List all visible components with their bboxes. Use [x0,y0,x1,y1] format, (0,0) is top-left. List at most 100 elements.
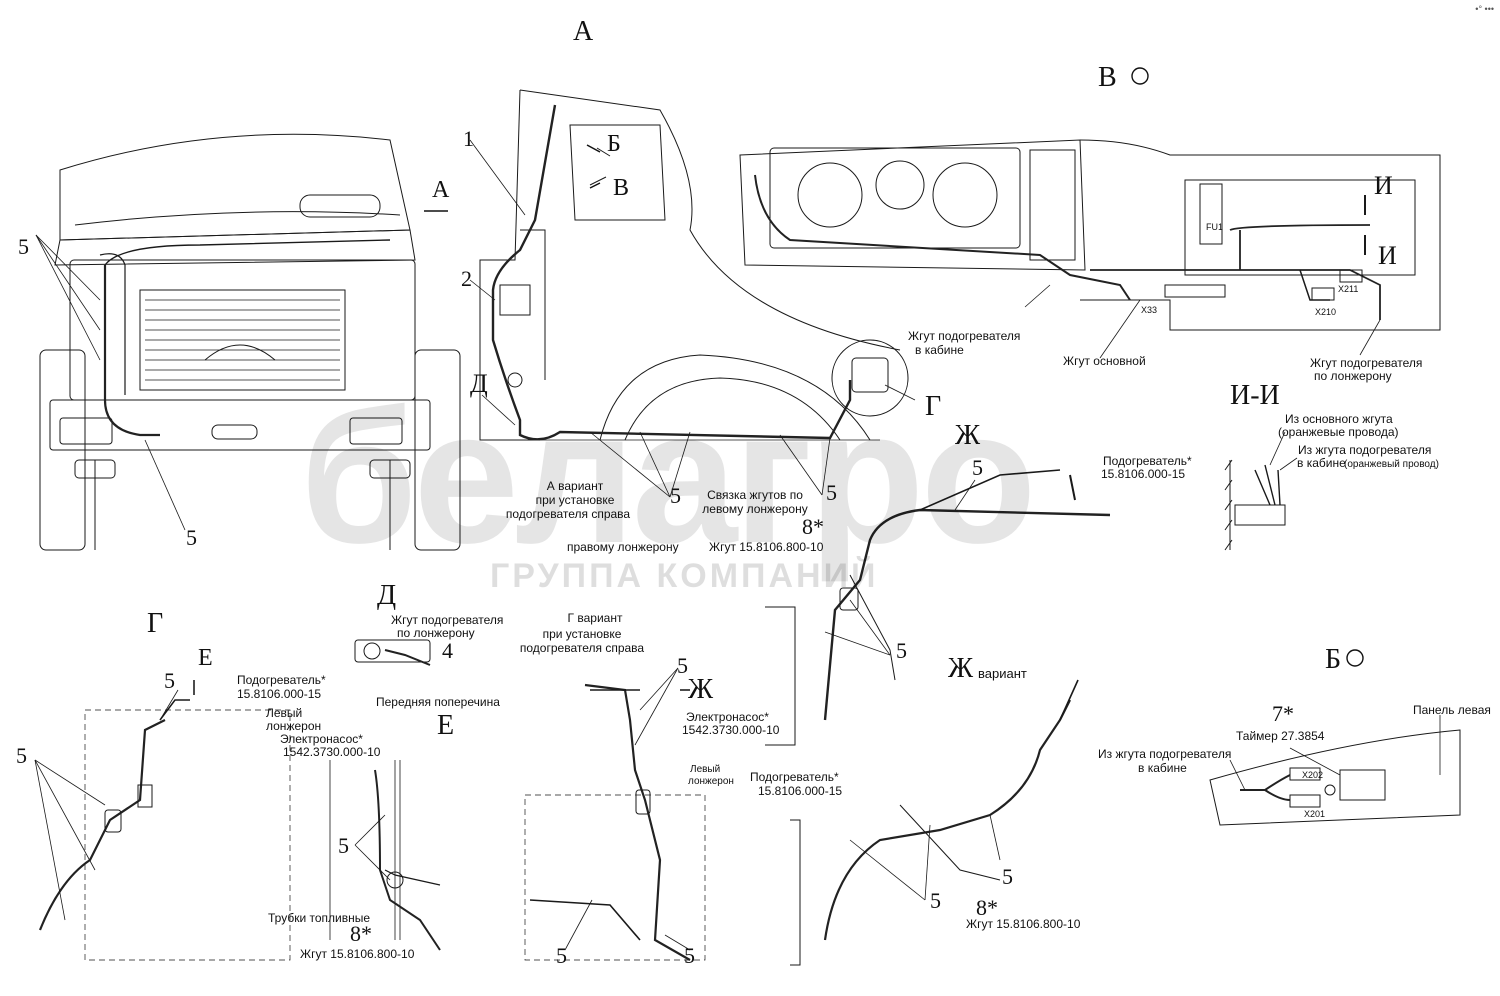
view-title-a: А [573,16,594,47]
callout-5: 5 [826,480,837,505]
callout-4: 4 [442,638,453,663]
corner-mark: •° ••• [1475,4,1494,14]
left-spar-gv-line2: лонжерон [688,776,734,787]
cut-label-i-bottom: И [1378,241,1397,270]
from-main-line1: Из основного жгута [1285,412,1393,426]
callout-5: 5 [18,234,29,259]
g-variant-line2: при установке [542,627,622,641]
view-title-g: Г [147,608,164,639]
connector-fu1: FU1 [1206,222,1224,232]
callout-5: 5 [556,943,567,968]
harness-8-zh-label: Жгут 15.8106.800-10 [966,917,1081,931]
g-variant-line1: Г вариант [567,611,623,625]
timer-label: Таймер 27.3854 [1236,729,1325,743]
view-title-zh: Ж [955,420,981,451]
callout-2: 2 [461,266,472,291]
heater-zh-line1: Подогреватель* [750,770,839,784]
arrow-label-e: Е [198,645,213,671]
harness-cab-line1: Жгут подогревателя [908,329,1021,343]
d-harness-line1: Жгут подогревателя [391,613,504,627]
bundle-label-line2: левому лонжерону [702,502,808,516]
pump-gv-line2: 1542.3730.000-10 [682,723,780,737]
heater-top-line2: 15.8106.000-15 [1101,467,1186,481]
callout-8: 8* [350,921,372,946]
front-cross-label: Передняя поперечина [376,695,500,709]
connector-x210: X210 [1315,307,1337,317]
a-variant-line3: подогревателя справа [505,507,631,521]
left-spar-g-line2: лонжерон [266,719,322,733]
callout-1: 1 [463,126,474,151]
from-cab-b-line1: Из жгута подогревателя [1098,747,1232,761]
leader-lines [34,139,1441,951]
heater-g-line1: Подогреватель* [237,673,326,687]
view-e [329,760,441,951]
pump-g-line1: Электронасос* [280,732,363,746]
callout-5: 5 [670,483,681,508]
view-d [354,639,431,666]
view-title-v: В [1098,62,1117,93]
callout-5: 5 [930,888,941,913]
view-title-zh-variant: Ж [948,653,974,684]
view-title-b: Б [1325,644,1342,675]
arrow-label-b: Б [607,131,621,157]
harness-8-e-label: Жгут 15.8106.800-10 [300,947,415,961]
from-cab-line2: в кабине [1297,456,1346,470]
left-spar-g-line1: Левый [266,706,303,720]
harness-main-label: Жгут основной [1063,354,1146,368]
callout-5: 5 [338,833,349,858]
callout-5: 5 [1002,864,1013,889]
section-i-i [1224,459,1286,551]
orange-wire-label: (оранжевый провод) [1344,459,1439,470]
callout-d: Д [470,369,488,398]
connector-x211: X211 [1338,284,1359,294]
right-spar-label: правому лонжерону [567,540,679,554]
a-variant-line2: при установке [535,493,615,507]
arrow-label-zh: Ж [688,674,714,705]
arrow-label-a: А [432,177,450,203]
heater-g-line2: 15.8106.000-15 [237,687,322,701]
view-title-g-side: Г [925,391,942,422]
callout-8: 8* [976,895,998,920]
d-harness-line2: по лонжерону [397,626,475,640]
harness-spar-line1: Жгут подогревателя [1310,356,1423,370]
callout-7: 7* [1272,701,1294,726]
harness-cab-line2: в кабине [915,343,964,357]
pump-gv-line1: Электронасос* [686,710,769,724]
callout-5: 5 [16,743,27,768]
view-title-e: Е [437,710,455,741]
view-title-i-i: И-И [1230,380,1280,411]
callout-5: 5 [186,525,197,550]
cab-side-view [479,89,909,441]
heater-zh-line2: 15.8106.000-15 [758,784,843,798]
callout-5: 5 [164,668,175,693]
a-variant-line1: А вариант [546,479,604,493]
fuel-pipes-label: Трубки топливные [268,911,371,925]
view-title-d: Д [377,580,397,611]
heater-variant-zh [790,679,1079,966]
zh-variant-label: вариант [978,666,1027,681]
watermark-subtitle: ГРУППА КОМПАНИЙ [490,557,879,595]
callout-5: 5 [972,455,983,480]
watermark-brand: белагро [300,371,1037,583]
from-main-line2: (оранжевые провода) [1278,425,1399,439]
heater-view-zh [765,469,1111,746]
cut-label-i-top: И [1374,171,1393,200]
connector-x202: X202 [1302,770,1324,780]
callout-8: 8* [802,514,824,539]
connector-x33: X33 [1141,305,1158,315]
arrow-label-v: В [613,175,630,201]
instrument-panel-view [739,139,1441,331]
left-spar-gv-line1: Левый [690,764,721,775]
bundle-label-line1: Связка жгутов по [707,488,803,502]
harness-spar-line2: по лонжерону [1314,369,1392,383]
harness-8-label: Жгут 15.8106.800-10 [709,540,824,554]
panel-left-label: Панель левая [1413,703,1491,717]
truck-front-view [39,133,461,551]
view-g-variant [524,683,706,961]
view-g [38,699,291,961]
view-b-timer [1209,729,1461,826]
g-variant-line3: подогревателя справа [519,641,645,655]
from-cab-b-line2: в кабине [1138,761,1187,775]
